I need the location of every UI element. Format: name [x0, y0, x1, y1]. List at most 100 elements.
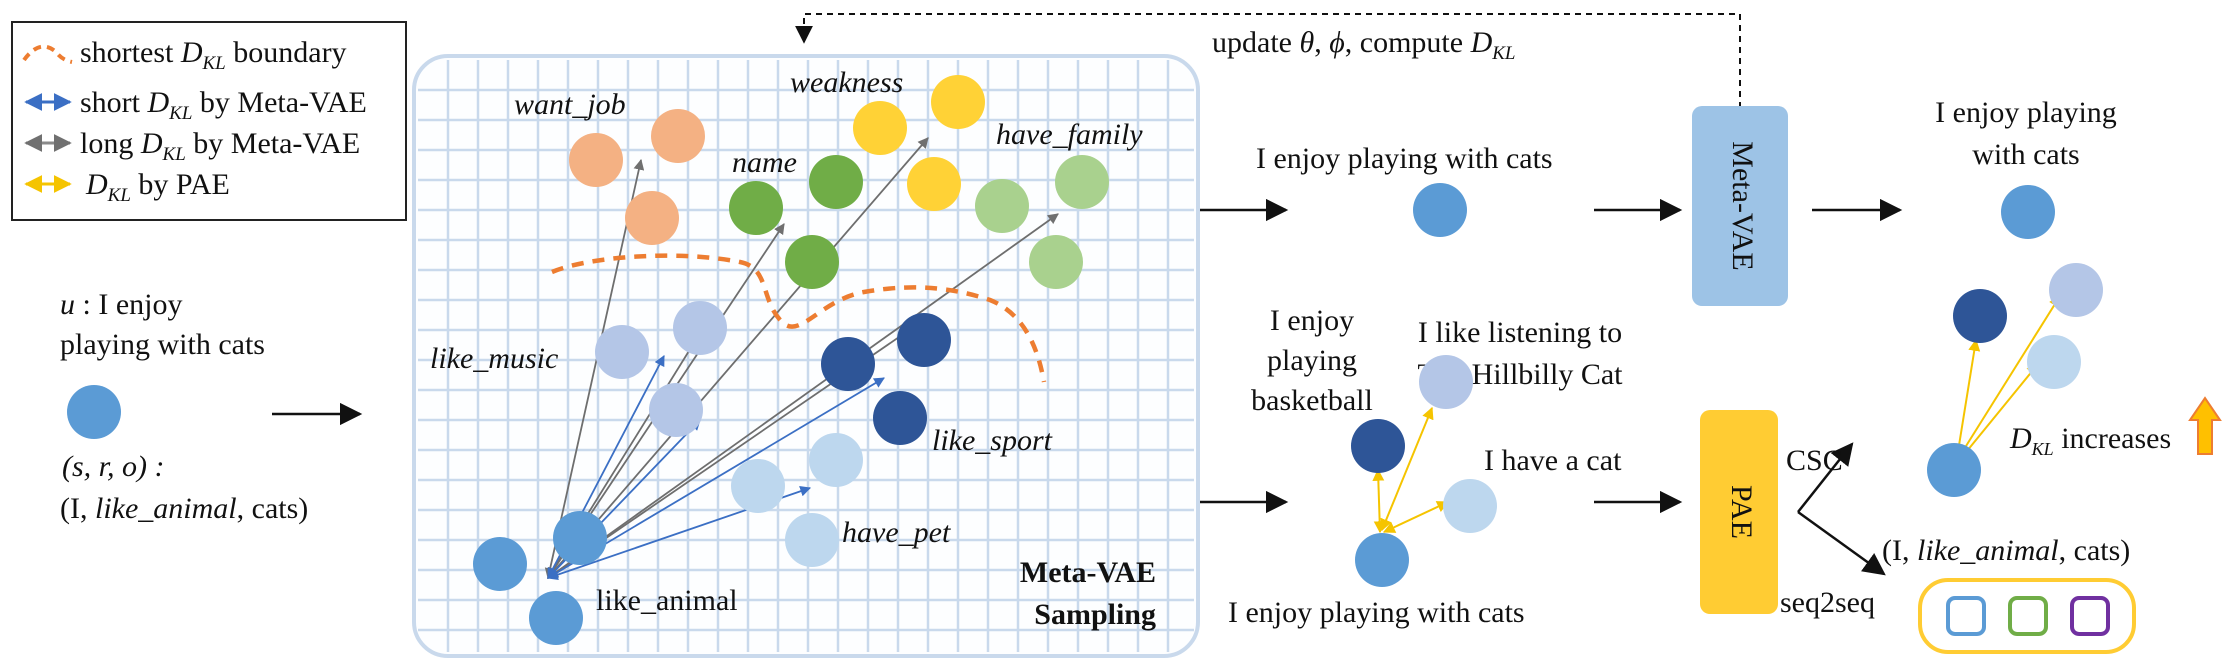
sampling-title-line2: Sampling — [1034, 598, 1156, 631]
csc-label: CSC — [1786, 444, 1843, 477]
increase-up-arrow-icon — [2188, 396, 2222, 455]
cluster-like-sport — [821, 313, 951, 445]
top-output-line1: I enjoy playing — [1935, 96, 2117, 129]
feedback-dashed-arrow — [795, 13, 1741, 108]
legend-box — [11, 21, 407, 221]
legend: shortest DKL boundary short DKL by Meta-… — [11, 21, 407, 221]
csc-node-anchor — [1927, 443, 1981, 497]
pae-label: PAE — [1725, 485, 1758, 539]
sentence-bottom: I enjoy playing with cats — [1228, 596, 1525, 629]
label-weakness: weakness — [790, 66, 903, 99]
csc-node-pale — [2027, 335, 2081, 389]
label-name: name — [732, 146, 797, 179]
sentence-basketball-line1: I enjoy — [1270, 304, 1354, 337]
node-cat — [1443, 479, 1497, 533]
node — [1029, 235, 1083, 289]
node — [473, 537, 527, 591]
node — [853, 101, 907, 155]
seq2seq-label: seq2seq — [1780, 586, 1875, 619]
node — [625, 191, 679, 245]
node — [809, 155, 863, 209]
csc-node-dark — [1953, 289, 2007, 343]
node — [649, 383, 703, 437]
label-have-family: have_family — [996, 118, 1143, 151]
cluster-like-music — [595, 301, 727, 437]
node — [931, 75, 985, 129]
node — [907, 157, 961, 211]
sampling-title-line1: Meta-VAE — [1020, 556, 1156, 589]
cluster-have-pet — [731, 433, 863, 567]
node — [809, 433, 863, 487]
input-embedding-node — [67, 385, 121, 439]
pae-arrow-basketball — [1372, 468, 1386, 534]
top-sentence-node — [1413, 183, 1467, 237]
input-section: u : I enjoy playing with cats (s, r, o) … — [60, 288, 363, 525]
cluster-want-job — [569, 109, 705, 245]
legend-item-pae: DKL by PAE — [85, 168, 230, 206]
node-anchor — [1355, 533, 1409, 587]
dkl-increases-label: DKL increases — [2009, 422, 2171, 459]
input-triple: (I, like_animal, cats) — [60, 492, 308, 525]
node — [1055, 155, 1109, 209]
subject-slot — [1946, 596, 1986, 636]
node — [553, 511, 607, 565]
node-basketball — [1351, 419, 1405, 473]
cluster-like-animal — [473, 511, 607, 645]
node — [651, 109, 705, 163]
input-utterance-line2: playing with cats — [60, 328, 265, 361]
sentence-basketball-line3: basketball — [1251, 384, 1373, 417]
csc-arrow — [1797, 442, 1854, 513]
meta-vae-model-box — [1692, 106, 1788, 306]
pae-arrow-cat — [1382, 501, 1450, 533]
node-hillbilly — [1419, 355, 1473, 409]
node — [897, 313, 951, 367]
label-have-pet: have_pet — [842, 516, 951, 549]
legend-item-long: long DKL by Meta-VAE — [80, 127, 360, 165]
node — [873, 391, 927, 445]
node — [785, 235, 839, 289]
cluster-weakness — [853, 75, 985, 211]
label-like-sport: like_sport — [932, 424, 1053, 457]
triple-slots-container — [1918, 578, 2136, 654]
label-like-music: like_music — [430, 342, 558, 375]
node — [569, 133, 623, 187]
relation-slot — [2008, 596, 2048, 636]
top-output-line2: with cats — [1972, 138, 2079, 171]
bottom-path: I enjoy playing basketball I like listen… — [1200, 263, 2222, 654]
seq2seq-arrow — [1797, 510, 1886, 576]
csc-dkl-arrows — [1951, 294, 2061, 466]
input-triple-vars: (s, r, o) : — [62, 450, 165, 483]
meta-vae-label: Meta-VAE — [1726, 141, 1759, 270]
top-sentence: I enjoy playing with cats — [1256, 142, 1553, 175]
node — [673, 301, 727, 355]
node — [729, 181, 783, 235]
top-path: update θ, ϕ, compute DKL I enjoy playing… — [795, 13, 2117, 306]
cluster-have-family — [975, 155, 1109, 289]
csc-node-light — [2049, 263, 2103, 317]
update-label: update θ, ϕ, compute DKL — [1212, 26, 1515, 64]
cluster-name — [729, 155, 863, 289]
node — [529, 591, 583, 645]
top-output-node — [2001, 185, 2055, 239]
legend-item-shortest: shortest DKL boundary — [80, 36, 347, 74]
pae-model-box — [1700, 410, 1778, 614]
input-utterance-line1: u : I enjoy — [60, 288, 182, 321]
label-like-animal: like_animal — [596, 584, 738, 617]
sentence-basketball-line2: playing — [1267, 344, 1357, 377]
sentence-hillbilly-line1: I like listening to — [1418, 316, 1622, 349]
pae-dkl-arrows — [1372, 406, 1450, 534]
legend-item-short: short DKL by Meta-VAE — [80, 86, 367, 124]
sentence-cat: I have a cat — [1484, 444, 1622, 477]
node — [595, 325, 649, 379]
output-triple: (I, like_animal, cats) — [1882, 534, 2130, 567]
sampling-panel: want_job weakness name have_family like_… — [412, 54, 1200, 658]
node — [975, 179, 1029, 233]
csc-arrow-pale — [1957, 363, 2039, 463]
node — [731, 459, 785, 513]
label-want-job: want_job — [514, 88, 626, 121]
object-slot — [2070, 596, 2110, 636]
shortest-dkl-boundary — [551, 253, 1047, 383]
node — [821, 337, 875, 391]
node — [785, 513, 839, 567]
